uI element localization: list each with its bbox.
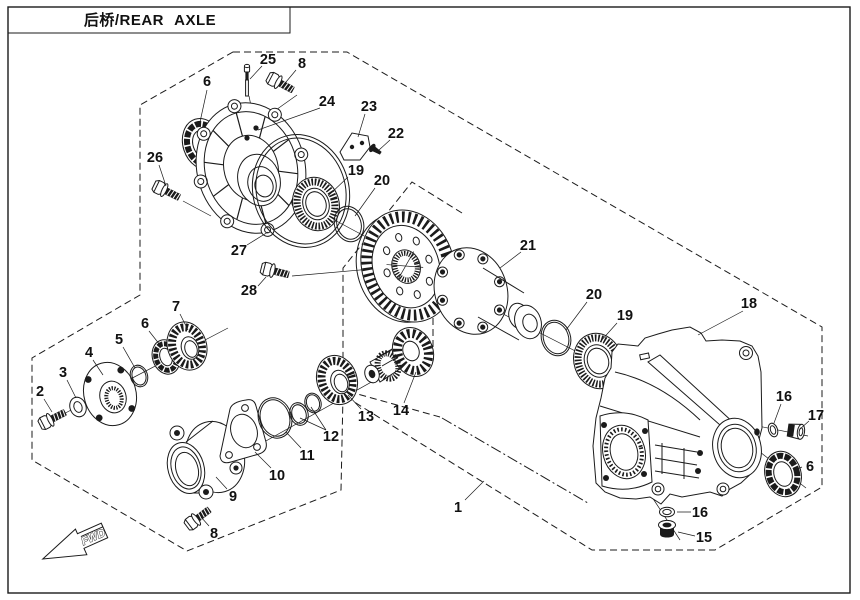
title-block: 后桥/REAR AXLE <box>7 6 291 34</box>
o-ring-yoke <box>129 364 149 388</box>
bracket-screw <box>369 143 382 155</box>
callout-21: 21 <box>520 238 536 254</box>
bearing-pinion <box>315 354 359 406</box>
ring-gear-holes <box>383 233 433 299</box>
callout-9: 9 <box>229 489 237 505</box>
cover-spokes <box>204 112 298 224</box>
callout-24: 24 <box>319 94 335 110</box>
o-ring-cover-side <box>333 205 365 243</box>
callout-6a: 6 <box>203 74 211 90</box>
callout-5: 5 <box>115 332 123 348</box>
callout-6c: 6 <box>141 316 149 332</box>
callout-16a: 16 <box>776 389 792 405</box>
ring-gear <box>355 209 456 323</box>
callout-17: 17 <box>808 408 824 424</box>
housing-right-bore <box>712 417 762 479</box>
callout-3: 3 <box>59 365 67 381</box>
callout-1: 1 <box>454 500 462 516</box>
callout-7: 7 <box>172 299 180 315</box>
breather-stud <box>243 63 251 97</box>
callout-27: 27 <box>231 243 247 259</box>
callout-2: 2 <box>36 384 44 400</box>
oil-level-plug <box>786 423 806 440</box>
fwd-label: FWD <box>80 527 108 548</box>
callout-19b: 19 <box>617 308 633 324</box>
callout-8a: 8 <box>298 56 306 72</box>
callout-6b: 6 <box>806 459 814 475</box>
callout-4: 4 <box>85 345 93 361</box>
o-ring-hub <box>540 319 572 357</box>
callout-28: 28 <box>241 283 257 299</box>
oil-seal-output <box>764 450 802 498</box>
housing-ribs <box>654 443 700 479</box>
callout-16b: 16 <box>692 505 708 521</box>
flange-yoke <box>82 361 138 427</box>
callout-15: 15 <box>696 530 712 546</box>
sealing-washer-drain <box>659 506 675 518</box>
shim-set <box>289 392 322 426</box>
callout-8b: 8 <box>210 526 218 542</box>
callout-20b: 20 <box>586 287 602 303</box>
callout-22: 22 <box>388 126 404 142</box>
bolt-cover-left <box>150 178 184 205</box>
pinion-gear-shaft <box>364 327 435 384</box>
differential-hub <box>433 247 542 341</box>
bearing-yoke-side <box>166 321 208 371</box>
callout-11: 11 <box>299 448 314 464</box>
callout-26: 26 <box>147 150 163 166</box>
cover-gasket <box>251 134 351 248</box>
housing-left-flange <box>599 412 653 490</box>
callout-19a: 19 <box>348 163 364 179</box>
callout-20a: 20 <box>374 173 390 189</box>
yoke-washer <box>69 396 87 418</box>
gear-case-cover <box>193 99 309 237</box>
callout-14: 14 <box>393 403 409 419</box>
fwd-direction-arrow: FWD <box>41 522 109 560</box>
o-ring-carrier <box>257 397 293 439</box>
callout-13: 13 <box>358 409 374 425</box>
brake-bracket <box>339 132 371 161</box>
drawing-border <box>7 6 851 594</box>
carrier-gasket <box>219 399 267 464</box>
callout-labels: 25 8 6 24 23 22 26 19 20 27 28 21 20 19 … <box>36 52 824 546</box>
bolt-ring-gear <box>259 260 292 283</box>
leader-lines <box>43 65 810 537</box>
callout-10: 10 <box>269 468 285 484</box>
page-title: 后桥/REAR AXLE <box>84 11 216 29</box>
bearing-cover-side <box>292 176 340 232</box>
callout-25: 25 <box>260 52 276 68</box>
gear-case-housing <box>592 326 763 505</box>
callout-18: 18 <box>741 296 757 312</box>
sealing-washer-side <box>767 422 779 438</box>
bolt-yoke <box>36 405 70 432</box>
bolt-cover-top <box>264 70 298 97</box>
oil-drain-plug <box>658 519 676 538</box>
callout-12: 12 <box>323 429 339 445</box>
callout-23: 23 <box>361 99 377 115</box>
